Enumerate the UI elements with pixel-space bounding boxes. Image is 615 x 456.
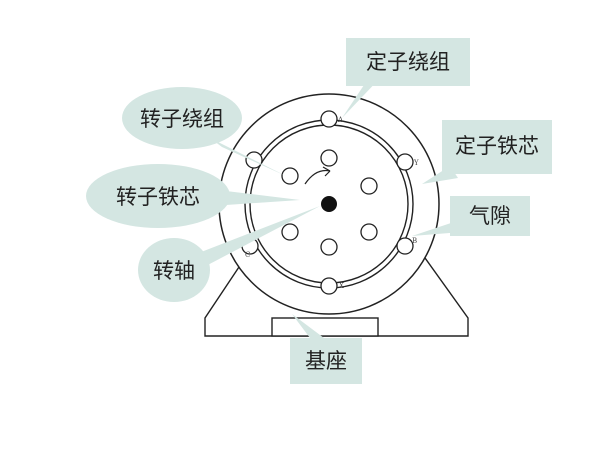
stator-core-label: 定子铁芯 [455,134,539,158]
curved-arrow-icon [304,166,331,185]
air-gap-label: 气隙 [469,204,511,228]
shaft [321,196,337,212]
rotor-slots [281,149,378,256]
stator-winding-label: 定子绕组 [366,50,450,74]
stator-slots [241,110,414,295]
air-gap-callout [450,196,530,236]
slot-letter-bottom-right: B [412,237,417,245]
shaft-label: 转轴 [153,259,195,283]
stator-core-callout [442,120,552,174]
rotor-winding-label: 转子绕组 [140,107,224,131]
base-label: 基座 [305,349,347,373]
rotor-core-pointer [226,191,300,205]
shaft-callout [138,238,210,302]
rotor-winding-pointer [210,138,286,176]
rotor-core-callout [86,164,230,228]
rotor-winding-callout [122,87,242,149]
slot-letter-bottom: X [339,282,344,290]
base-callout [290,338,362,384]
slot-letter-right: Y [413,159,419,167]
slot-letter-left: C [245,251,250,259]
shaft-pointer [196,206,320,268]
stator-winding-pointer [342,76,382,118]
base-pointer [292,314,324,338]
stator-winding-callout [346,38,470,86]
air-gap-pointer [412,222,462,236]
slot-letter-top: A [337,116,344,124]
rotor-core-label: 转子铁芯 [116,185,200,209]
